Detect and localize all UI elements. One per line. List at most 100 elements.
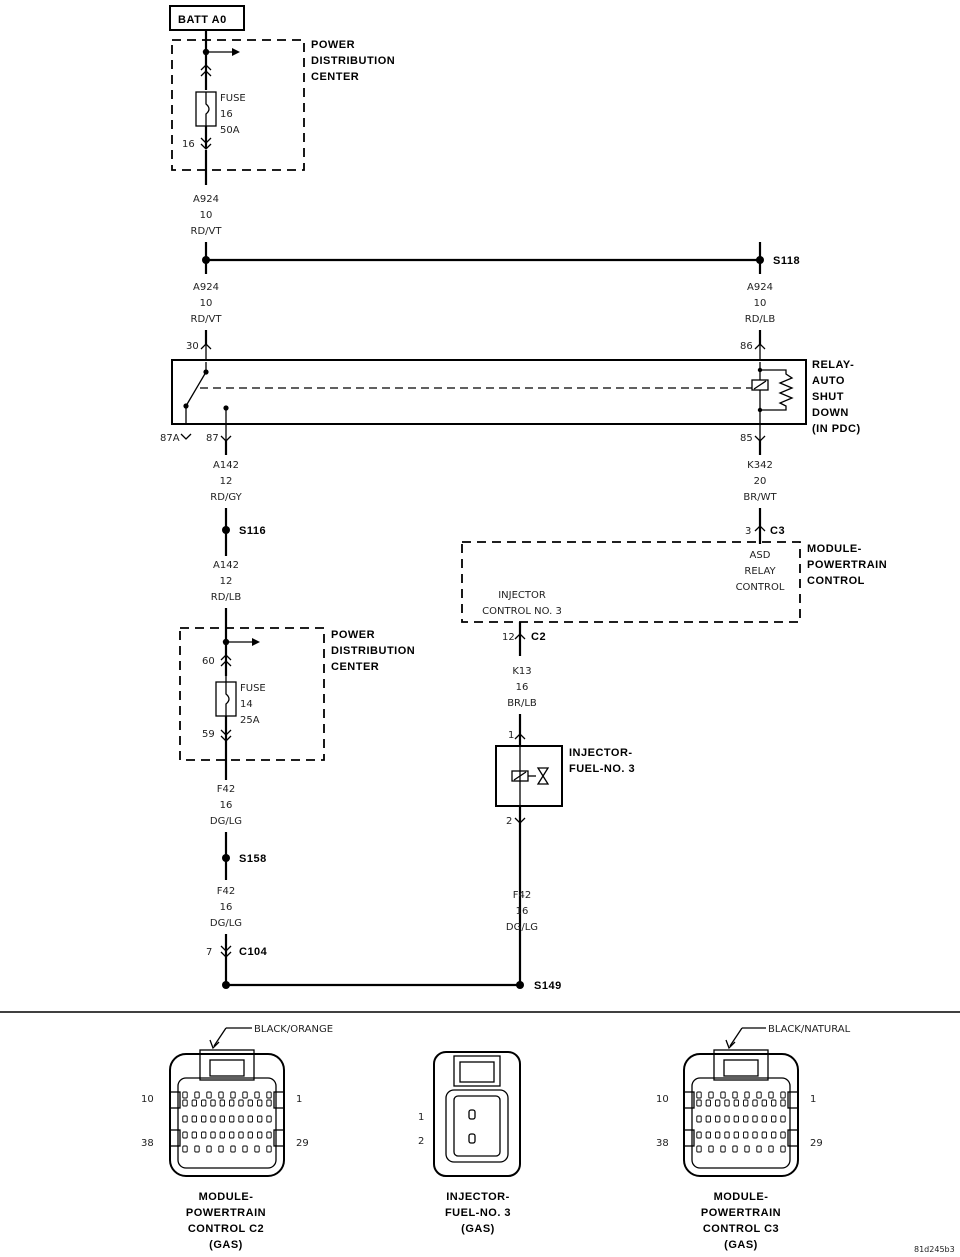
pin-cavity <box>247 1099 253 1107</box>
batt-label: BATT A0 <box>178 14 227 26</box>
wire-k342-gauge: 20 <box>754 476 767 487</box>
pin-cavity <box>696 1091 702 1099</box>
pin-cavity <box>219 1131 225 1139</box>
conn-c2-title-3: CONTROL C2 <box>188 1223 264 1235</box>
wire-a924-1-circuit: A924 <box>193 194 219 205</box>
pin-cavity <box>708 1091 714 1099</box>
pdc-mid-pin-bot: 59 <box>202 729 215 740</box>
pin-cavity <box>266 1145 272 1153</box>
pin-cavity <box>194 1145 200 1153</box>
conn-c2-pin-br: 29 <box>296 1138 309 1149</box>
pin-cavity <box>254 1091 260 1099</box>
wire-a142-1-gauge: 12 <box>220 476 233 487</box>
pin-cavity <box>724 1099 730 1107</box>
pin-cavity <box>724 1115 730 1123</box>
c104-terminal <box>220 945 232 958</box>
conn-inj-pin2: 2 <box>418 1136 424 1147</box>
pin-cavity <box>206 1091 212 1099</box>
pin-cavity <box>182 1091 188 1099</box>
pin-cavity <box>771 1131 777 1139</box>
relay-box <box>171 359 807 425</box>
fuse-terminal-top <box>200 64 212 77</box>
pdc-top-line2: DISTRIBUTION <box>311 55 395 67</box>
pin-cavity <box>733 1131 739 1139</box>
wire-a924-3-color: RD/LB <box>745 314 776 325</box>
conn-c3-color: BLACK/NATURAL <box>768 1024 851 1035</box>
pcm-asd-3: CONTROL <box>736 582 785 593</box>
conn-c3-pin-br: 29 <box>810 1138 823 1149</box>
fuse-mid-amp: 25A <box>240 715 260 726</box>
pin-87a-terminal <box>180 433 192 440</box>
pin-cavity <box>242 1145 248 1153</box>
wire-a924-1-color: RD/VT <box>191 226 223 237</box>
conn-c3-pin-grid <box>696 1091 786 1153</box>
pdc-mid-line1: POWER <box>331 629 375 641</box>
conn-inj-title-2: FUEL-NO. 3 <box>445 1207 511 1219</box>
pin-cavity <box>761 1115 767 1123</box>
wire-a924-1-gauge: 10 <box>200 210 213 221</box>
conn-c3-pointer-icon <box>725 1039 736 1050</box>
pin-cavity <box>780 1091 786 1099</box>
injector-label-1: INJECTOR- <box>569 747 633 759</box>
wire-a924-2-color: RD/VT <box>191 314 223 325</box>
wire-f42-3-color: DG/LG <box>506 922 538 933</box>
pin-cavity <box>218 1091 224 1099</box>
pin-cavity <box>696 1145 702 1153</box>
relay-resistor-icon <box>760 369 794 411</box>
pdc-top-outline <box>171 39 305 171</box>
pcm-label-3: CONTROL <box>807 575 865 587</box>
pin-cavity <box>191 1131 197 1139</box>
pcm-inj-2: CONTROL NO. 3 <box>482 606 562 617</box>
pin-cavity <box>768 1145 774 1153</box>
relay-label-1: RELAY- <box>812 359 854 371</box>
conn-inj-title-1: INJECTOR- <box>446 1191 510 1203</box>
pin-cavity <box>182 1131 188 1139</box>
pin-cavity <box>257 1131 263 1139</box>
fuse-mid-number: 14 <box>240 699 253 710</box>
pin-cavity <box>257 1115 263 1123</box>
pin-cavity <box>218 1145 224 1153</box>
pin-cavity <box>696 1131 702 1139</box>
conn-c3-title-1: MODULE- <box>714 1191 769 1203</box>
fuse-top-label: FUSE <box>220 93 246 104</box>
conn-c3-title-4: (GAS) <box>724 1239 758 1251</box>
pin-cavity <box>219 1099 225 1107</box>
pdc-top-pin: 16 <box>182 139 195 150</box>
pdc-top-line1: POWER <box>311 39 355 51</box>
conn-c3-title-2: POWERTRAIN <box>701 1207 781 1219</box>
pin-cavity <box>696 1115 702 1123</box>
wire-f42-2-color: DG/LG <box>210 918 242 929</box>
wire-f42-3-circuit: F42 <box>513 890 531 901</box>
conn-c3-pin-bl: 38 <box>656 1138 669 1149</box>
pin-cavity <box>247 1131 253 1139</box>
relay-switch-arm <box>185 371 207 407</box>
injector-pin2: 2 <box>506 816 512 827</box>
pin-cavity <box>238 1099 244 1107</box>
wire-a142-2-color: RD/LB <box>211 592 242 603</box>
pin-cavity <box>229 1115 235 1123</box>
pcm-asd-2: RELAY <box>744 566 776 577</box>
splice-s149-label: S149 <box>534 980 562 992</box>
fuse-top-amp: 50A <box>220 125 240 136</box>
pin-cavity <box>219 1115 225 1123</box>
pin-cavity <box>191 1099 197 1107</box>
pin-cavity <box>266 1115 272 1123</box>
pin-30-terminal <box>200 343 212 350</box>
pin-cavity <box>771 1099 777 1107</box>
pin-cavity <box>696 1099 702 1107</box>
conn-c2-pin-tl: 10 <box>141 1094 154 1105</box>
fuse-terminal-bottom <box>200 137 212 150</box>
wire-k342-color: BR/WT <box>743 492 777 503</box>
c2-pin: 12 <box>502 632 515 643</box>
pdc-mid-outline <box>179 627 325 761</box>
wire-f42-1-gauge: 16 <box>220 800 233 811</box>
pin-cavity <box>194 1091 200 1099</box>
conn-inj-body <box>433 1051 521 1177</box>
relay-pin87: 87 <box>206 433 219 444</box>
wire-a142-1-circuit: A142 <box>213 460 239 471</box>
pin-cavity <box>230 1091 236 1099</box>
pin-cavity <box>761 1131 767 1139</box>
conn-c3-pin-tl: 10 <box>656 1094 669 1105</box>
c104-label: C104 <box>239 946 268 958</box>
conn-c2-pin-grid <box>182 1091 272 1153</box>
